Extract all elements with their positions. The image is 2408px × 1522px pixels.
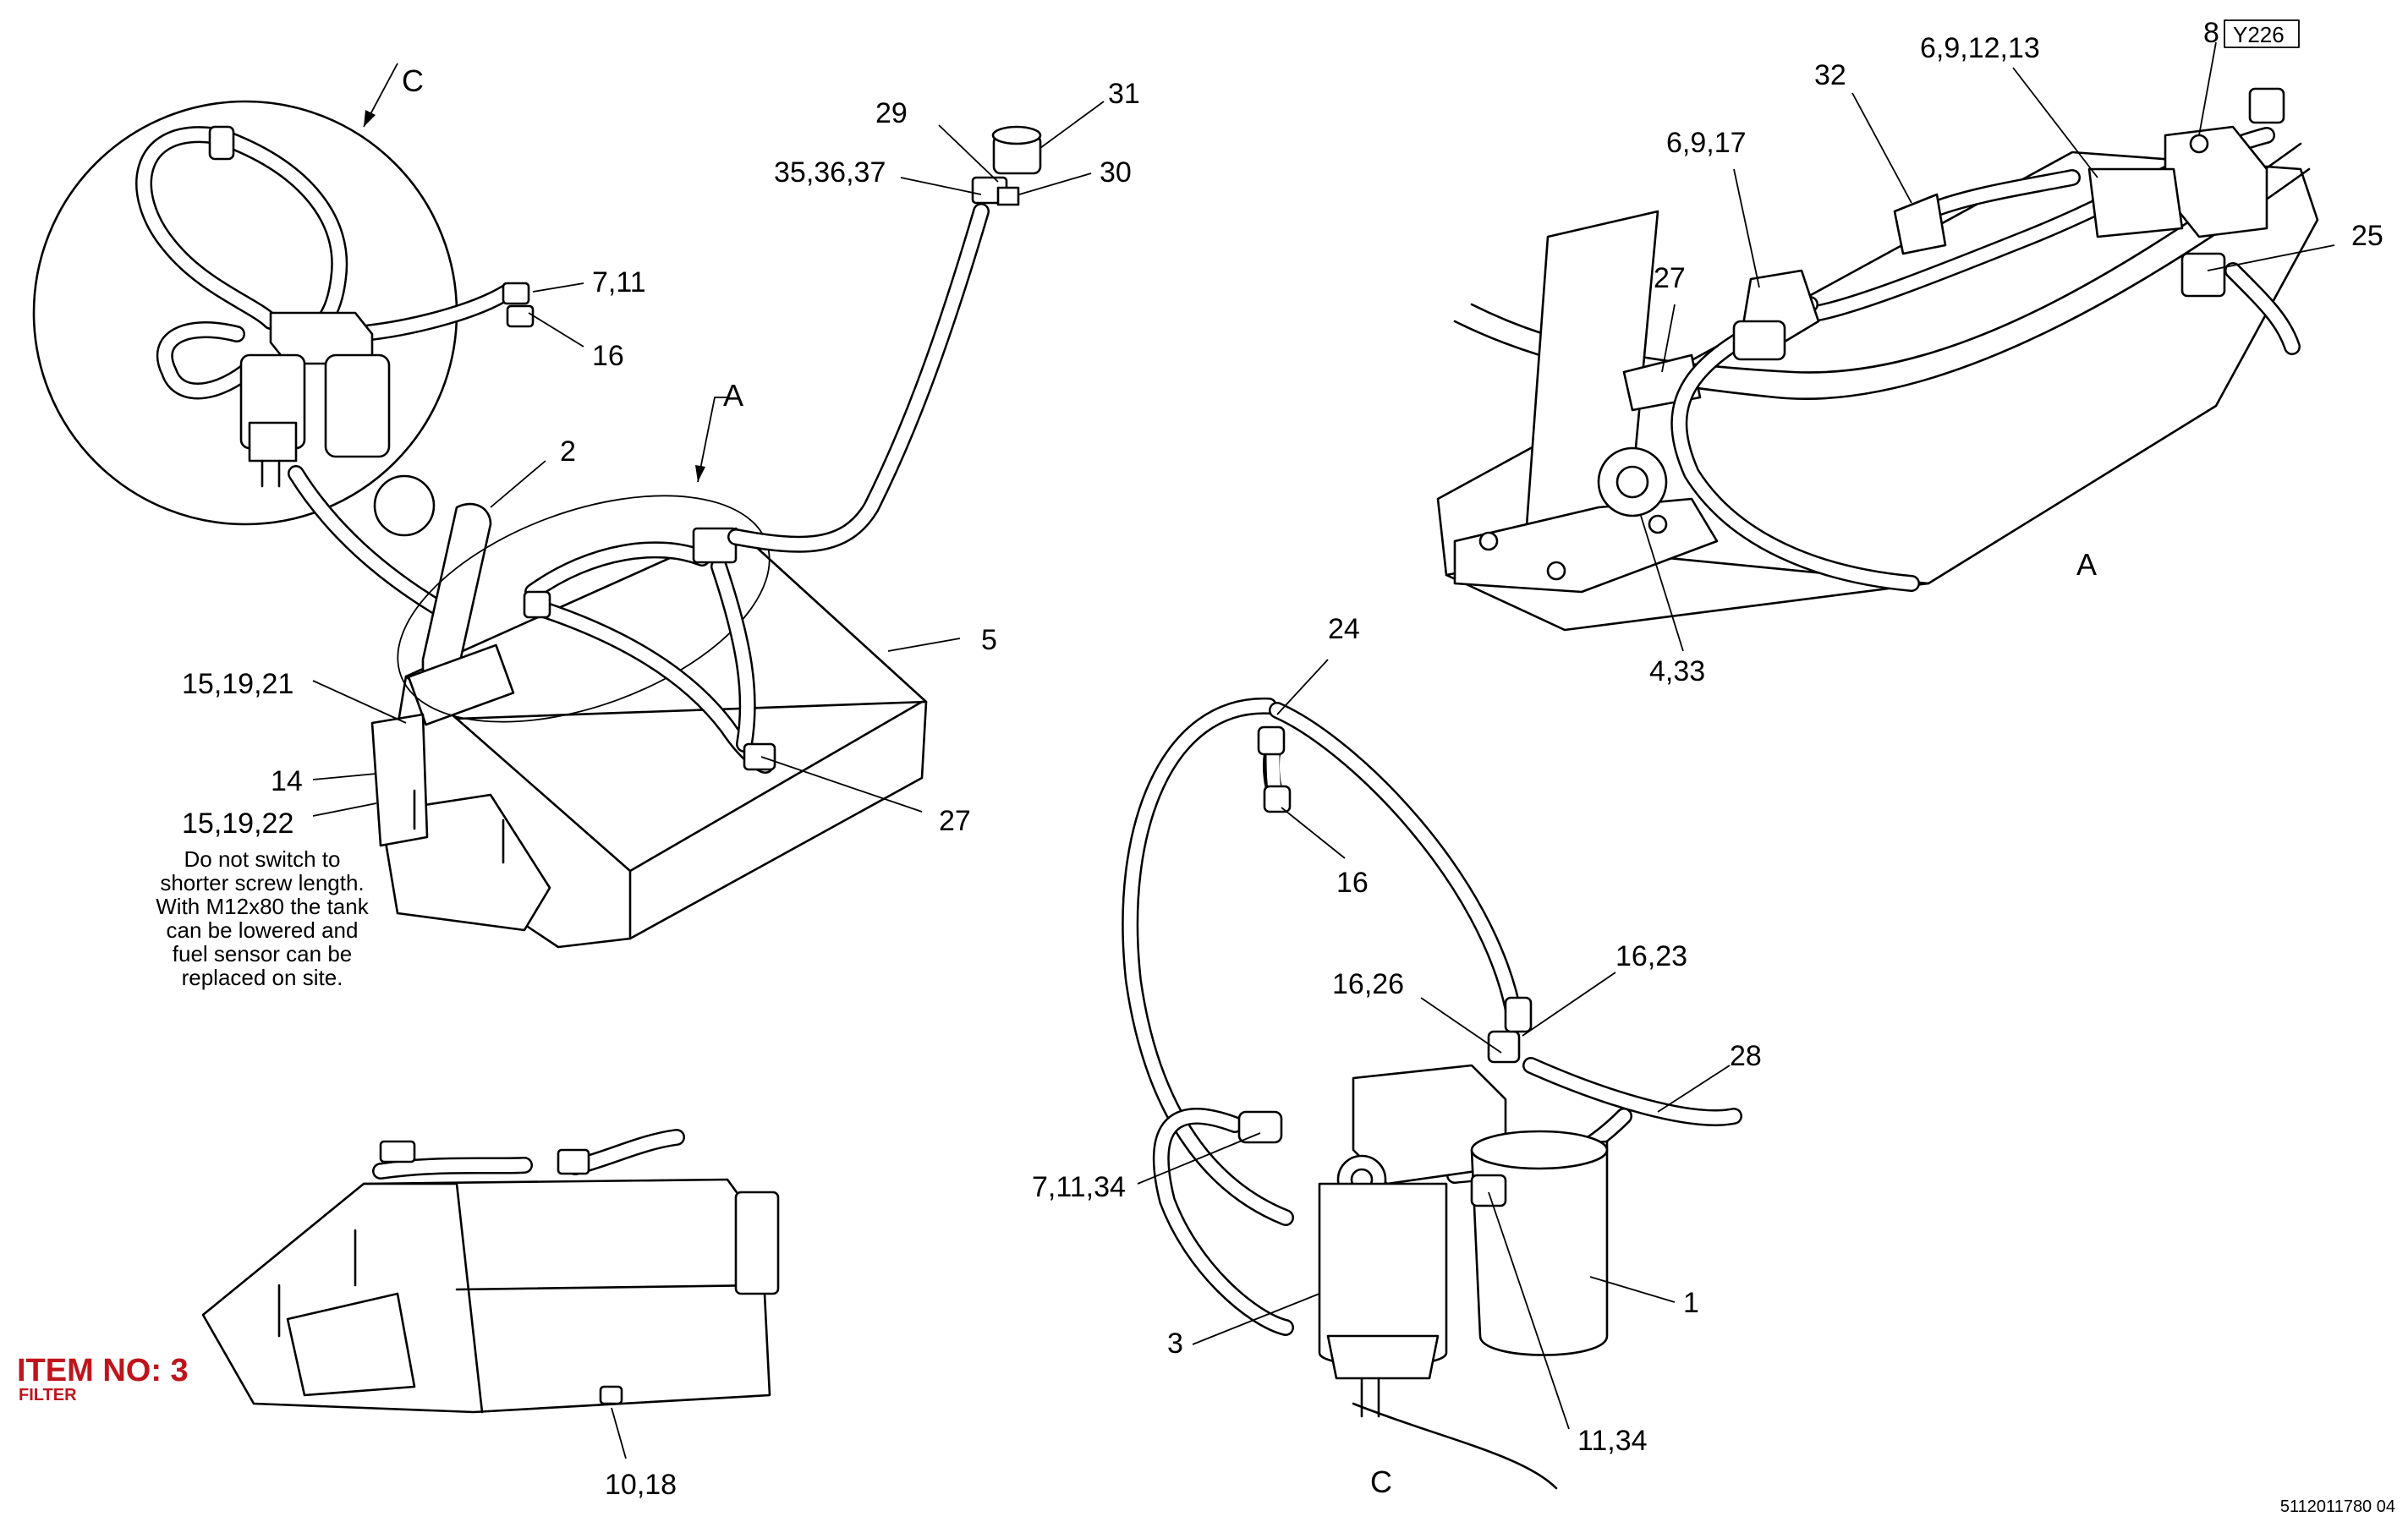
callout-1: 1 [1683,1287,1699,1319]
callout-27-detail: 27 [1654,262,1686,294]
item-number-title: ITEM NO: 3 [17,1353,189,1388]
callout-6-9-17: 6,9,17 [1666,127,1747,159]
tank-side-view [201,1129,780,1414]
view-a-marker: A [695,378,743,483]
callout-8: 8 [2203,17,2219,49]
y226-box [2224,19,2300,48]
view-c-label-bottom: C [1370,1465,1392,1499]
filter-assembly-c [1122,697,1742,1490]
callout-labels: 29 31 35,36,37 30 7,11 16 2 5 15,19,21 1… [182,17,2383,1501]
callout-2: 2 [560,435,576,468]
callout-30: 30 [1100,156,1132,189]
view-c-marker-top: C [363,63,424,128]
callout-16-mid: 16 [1336,867,1369,899]
callout-25: 25 [2351,220,2383,252]
leader-lines [312,41,2335,1459]
callout-28: 28 [1730,1040,1762,1072]
callout-16-26: 16,26 [1332,968,1404,1000]
assembly-note: Do not switch to shorter screw length. W… [156,846,369,990]
note-line: With M12x80 the tank [156,894,369,919]
callout-7-11-34: 7,11,34 [1032,1171,1126,1203]
view-a-label-main: A [723,378,743,413]
callout-14: 14 [271,765,303,797]
callout-27-main: 27 [939,805,971,837]
callout-4-33: 4,33 [1649,655,1705,687]
callout-5: 5 [981,624,997,656]
view-a-label-group: A [2076,547,2097,582]
callout-35-36-37: 35,36,37 [774,156,886,189]
callout-15-19-21: 15,19,21 [182,668,293,700]
fuel-tank-main [370,203,990,949]
note-line: Do not switch to [184,846,341,872]
note-line: can be lowered and [167,917,359,943]
callout-24: 24 [1328,613,1360,645]
callout-11-34: 11,34 [1577,1425,1648,1457]
detail-c-circle [32,100,535,617]
view-c-label-top: C [402,63,424,98]
callout-15-19-22: 15,19,22 [182,808,293,840]
item-number-subtitle: FILTER [19,1386,77,1404]
view-a-label-detail: A [2076,547,2097,582]
callout-32: 32 [1814,59,1846,91]
note-line: shorter screw length. [160,870,364,895]
note-line: fuel sensor can be [173,941,352,966]
callout-3: 3 [1167,1328,1183,1360]
callout-16-23: 16,23 [1615,940,1687,972]
callout-29: 29 [875,97,908,129]
view-a-detail [1436,87,2319,632]
document-number: 5112011780 04 [2280,1497,2395,1516]
callout-16-top: 16 [592,340,624,372]
callout-y226: Y226 [2233,22,2285,47]
callout-6-9-12-13: 6,9,12,13 [1920,32,2040,64]
callout-7-11-top: 7,11 [592,266,646,298]
breather-cap [971,125,1042,206]
callout-31: 31 [1108,78,1140,110]
callout-10-18: 10,18 [605,1469,677,1501]
note-line: replaced on site. [182,965,343,990]
